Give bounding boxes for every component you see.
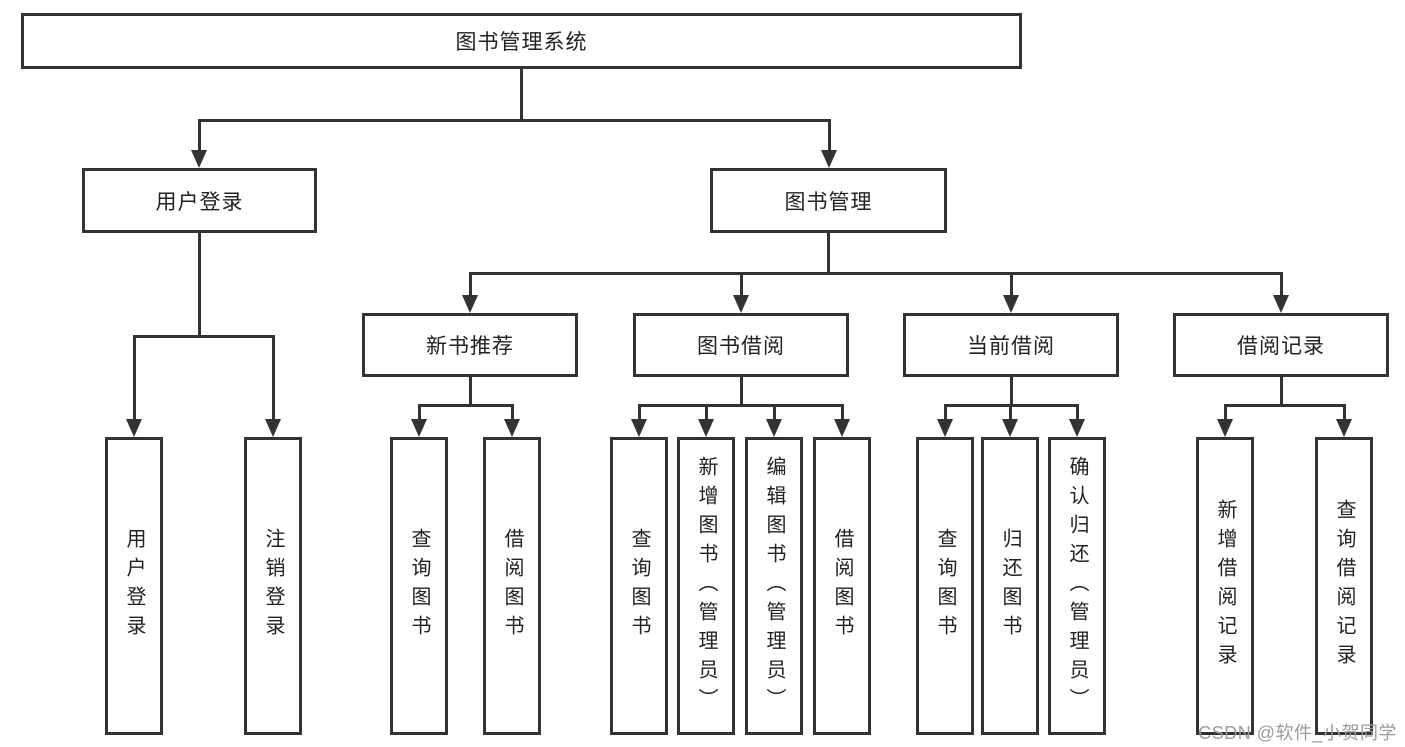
arrow-down-icon — [126, 419, 142, 437]
leaf-query-borrow-record: 查询借阅记录 — [1315, 437, 1373, 735]
connector-line — [638, 404, 844, 407]
leaf-edit-book-admin-label: 编辑图书（管理员） — [763, 455, 785, 717]
connector-line — [198, 119, 201, 152]
node-current-borrow: 当前借阅 — [903, 313, 1119, 377]
leaf-query-books-recommend: 查询图书 — [390, 437, 448, 735]
leaf-user-login: 用户登录 — [105, 437, 163, 735]
leaf-confirm-return-admin: 确认归还（管理员） — [1048, 437, 1106, 735]
arrow-down-icon — [1003, 295, 1019, 313]
connector-line — [705, 404, 708, 422]
arrow-down-icon — [1002, 419, 1018, 437]
arrow-down-icon — [1217, 419, 1233, 437]
connector-line — [133, 335, 136, 421]
connector-line — [469, 272, 472, 297]
node-new-book-recommend-label: 新书推荐 — [426, 335, 514, 358]
arrow-down-icon — [698, 419, 714, 437]
leaf-borrow-books-recommend: 借阅图书 — [483, 437, 541, 735]
leaf-borrow-books: 借阅图书 — [813, 437, 871, 735]
connector-line — [418, 404, 514, 407]
connector-line — [272, 335, 275, 421]
arrow-down-icon — [265, 419, 281, 437]
leaf-logout: 注销登录 — [244, 437, 302, 735]
leaf-query-books-current-label: 查询图书 — [934, 528, 956, 644]
arrow-down-icon — [766, 419, 782, 437]
connector-line — [520, 69, 523, 120]
node-new-book-recommend: 新书推荐 — [362, 313, 578, 377]
leaf-borrow-books-recommend-label: 借阅图书 — [501, 528, 523, 644]
connector-line — [773, 404, 776, 422]
leaf-logout-label: 注销登录 — [262, 528, 284, 644]
leaf-add-book-admin-label: 新增图书（管理员） — [695, 455, 717, 717]
node-book-borrow: 图书借阅 — [633, 313, 849, 377]
connector-line — [827, 233, 830, 275]
connector-line — [638, 404, 641, 422]
node-borrow-records: 借阅记录 — [1173, 313, 1389, 377]
arrow-down-icon — [191, 150, 207, 168]
connector-line — [1280, 377, 1283, 407]
arrow-down-icon — [462, 295, 478, 313]
arrow-down-icon — [937, 419, 953, 437]
leaf-user-login-label: 用户登录 — [123, 528, 145, 644]
connector-line — [1076, 404, 1079, 422]
connector-line — [469, 272, 1283, 275]
leaf-query-books-current: 查询图书 — [916, 437, 974, 735]
leaf-query-books-borrow-label: 查询图书 — [628, 528, 650, 644]
arrow-down-icon — [733, 295, 749, 313]
node-borrow-records-label: 借阅记录 — [1237, 335, 1325, 358]
connector-line — [198, 119, 831, 122]
connector-line — [1224, 404, 1345, 407]
leaf-return-books-label: 归还图书 — [999, 528, 1021, 644]
leaf-confirm-return-admin-label: 确认归还（管理员） — [1066, 455, 1088, 717]
arrow-down-icon — [821, 150, 837, 168]
leaf-query-borrow-record-label: 查询借阅记录 — [1333, 499, 1355, 673]
leaf-query-books-recommend-label: 查询图书 — [408, 528, 430, 644]
connector-line — [841, 404, 844, 422]
leaf-add-book-admin: 新增图书（管理员） — [677, 437, 735, 735]
leaf-edit-book-admin: 编辑图书（管理员） — [745, 437, 803, 735]
leaf-borrow-books-label: 借阅图书 — [831, 528, 853, 644]
connector-line — [1280, 272, 1283, 297]
leaf-add-borrow-record: 新增借阅记录 — [1196, 437, 1254, 735]
connector-line — [740, 272, 743, 297]
node-book-mgmt: 图书管理 — [710, 168, 947, 233]
node-user-login: 用户登录 — [82, 168, 317, 233]
connector-line — [1343, 404, 1346, 422]
connector-line — [198, 233, 201, 336]
connector-line — [1009, 404, 1012, 422]
node-book-mgmt-label: 图书管理 — [784, 190, 873, 214]
connector-line — [740, 377, 743, 407]
connector-line — [418, 404, 421, 422]
connector-line — [944, 404, 947, 422]
connector-line — [133, 335, 275, 338]
connector-line — [828, 119, 831, 152]
arrow-down-icon — [411, 419, 427, 437]
leaf-add-borrow-record-label: 新增借阅记录 — [1214, 499, 1236, 673]
node-current-borrow-label: 当前借阅 — [967, 335, 1055, 358]
csdn-watermark: CSDN @软件_小贺同学 — [1198, 723, 1397, 743]
node-book-borrow-label: 图书借阅 — [697, 335, 785, 358]
arrow-down-icon — [1336, 419, 1352, 437]
node-user-login-label: 用户登录 — [155, 190, 244, 214]
arrow-down-icon — [504, 419, 520, 437]
connector-line — [1224, 404, 1227, 422]
connector-line — [1010, 272, 1013, 297]
arrow-down-icon — [631, 419, 647, 437]
connector-line — [511, 404, 514, 422]
arrow-down-icon — [1273, 295, 1289, 313]
leaf-return-books: 归还图书 — [981, 437, 1039, 735]
arrow-down-icon — [834, 419, 850, 437]
node-root-label: 图书管理系统 — [455, 31, 588, 54]
connector-line — [469, 377, 472, 407]
arrow-down-icon — [1069, 419, 1085, 437]
connector-line — [1010, 377, 1013, 407]
node-root: 图书管理系统 — [21, 13, 1022, 69]
leaf-query-books-borrow: 查询图书 — [610, 437, 668, 735]
